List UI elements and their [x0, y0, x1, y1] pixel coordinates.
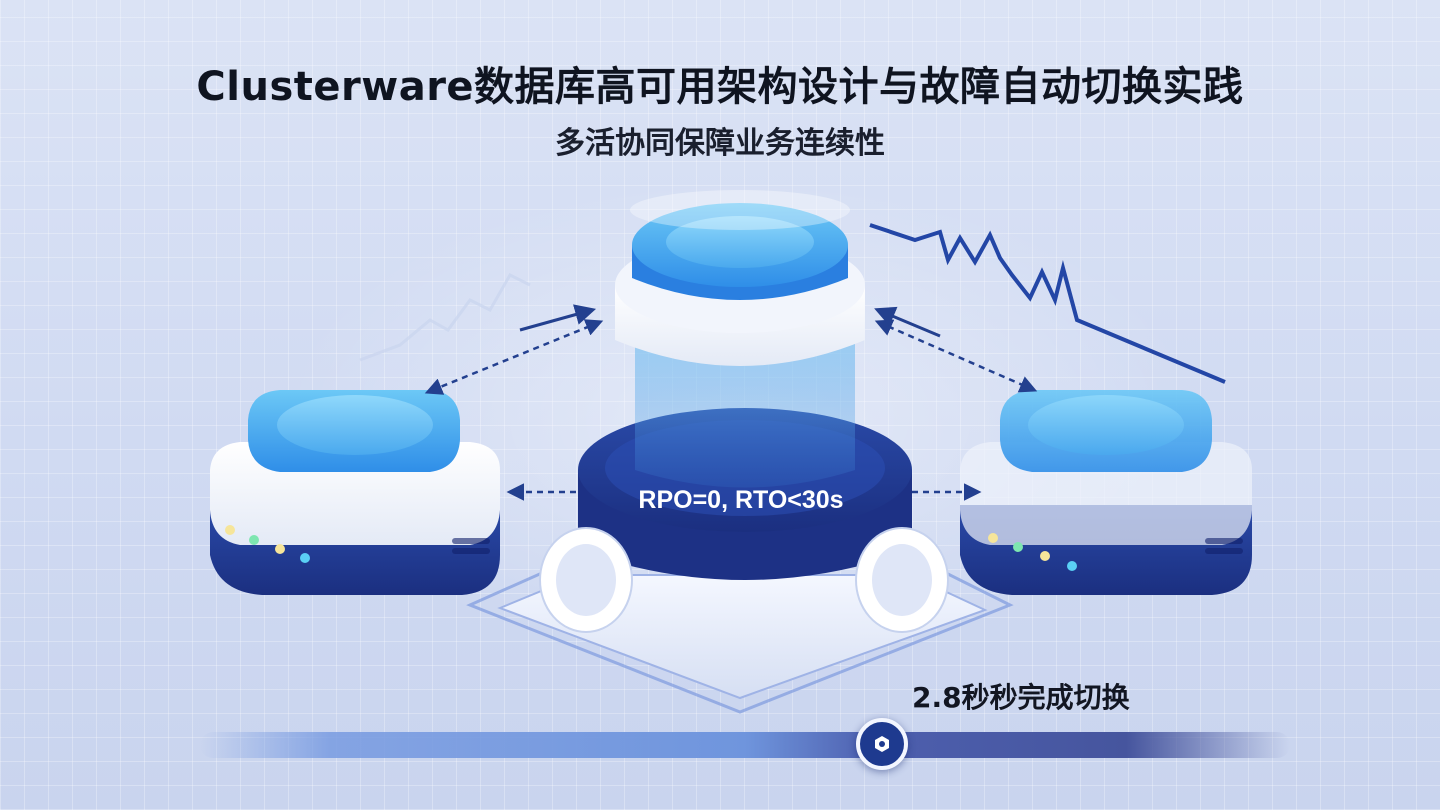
- right-server-node: [960, 390, 1252, 595]
- sync-arrow-solid-left: [519, 304, 597, 332]
- page-subtitle: 多活协同保障业务连续性: [555, 126, 885, 161]
- sync-arrow-top-left: [424, 319, 604, 395]
- timeline-knob[interactable]: [856, 718, 908, 770]
- page-title: Clusterware数据库高可用架构设计与故障自动切换实践: [196, 64, 1244, 110]
- sync-arrow-solid-right: [874, 306, 941, 338]
- right-ring-connector: [855, 527, 949, 633]
- failover-time-label: 2.8秒秒完成切换: [912, 681, 1130, 714]
- sync-arrows: [424, 319, 1038, 501]
- failure-trend-line: [869, 223, 1226, 384]
- primary-db-node: [615, 190, 865, 366]
- cluster-node-icon: [875, 736, 889, 752]
- left-server-node: [210, 390, 500, 595]
- faint-trend-line: [359, 273, 531, 362]
- rpo-rto-label: RPO=0, RTO<30s: [638, 486, 844, 514]
- timeline-track: [200, 732, 1290, 758]
- left-ring-connector: [539, 527, 633, 633]
